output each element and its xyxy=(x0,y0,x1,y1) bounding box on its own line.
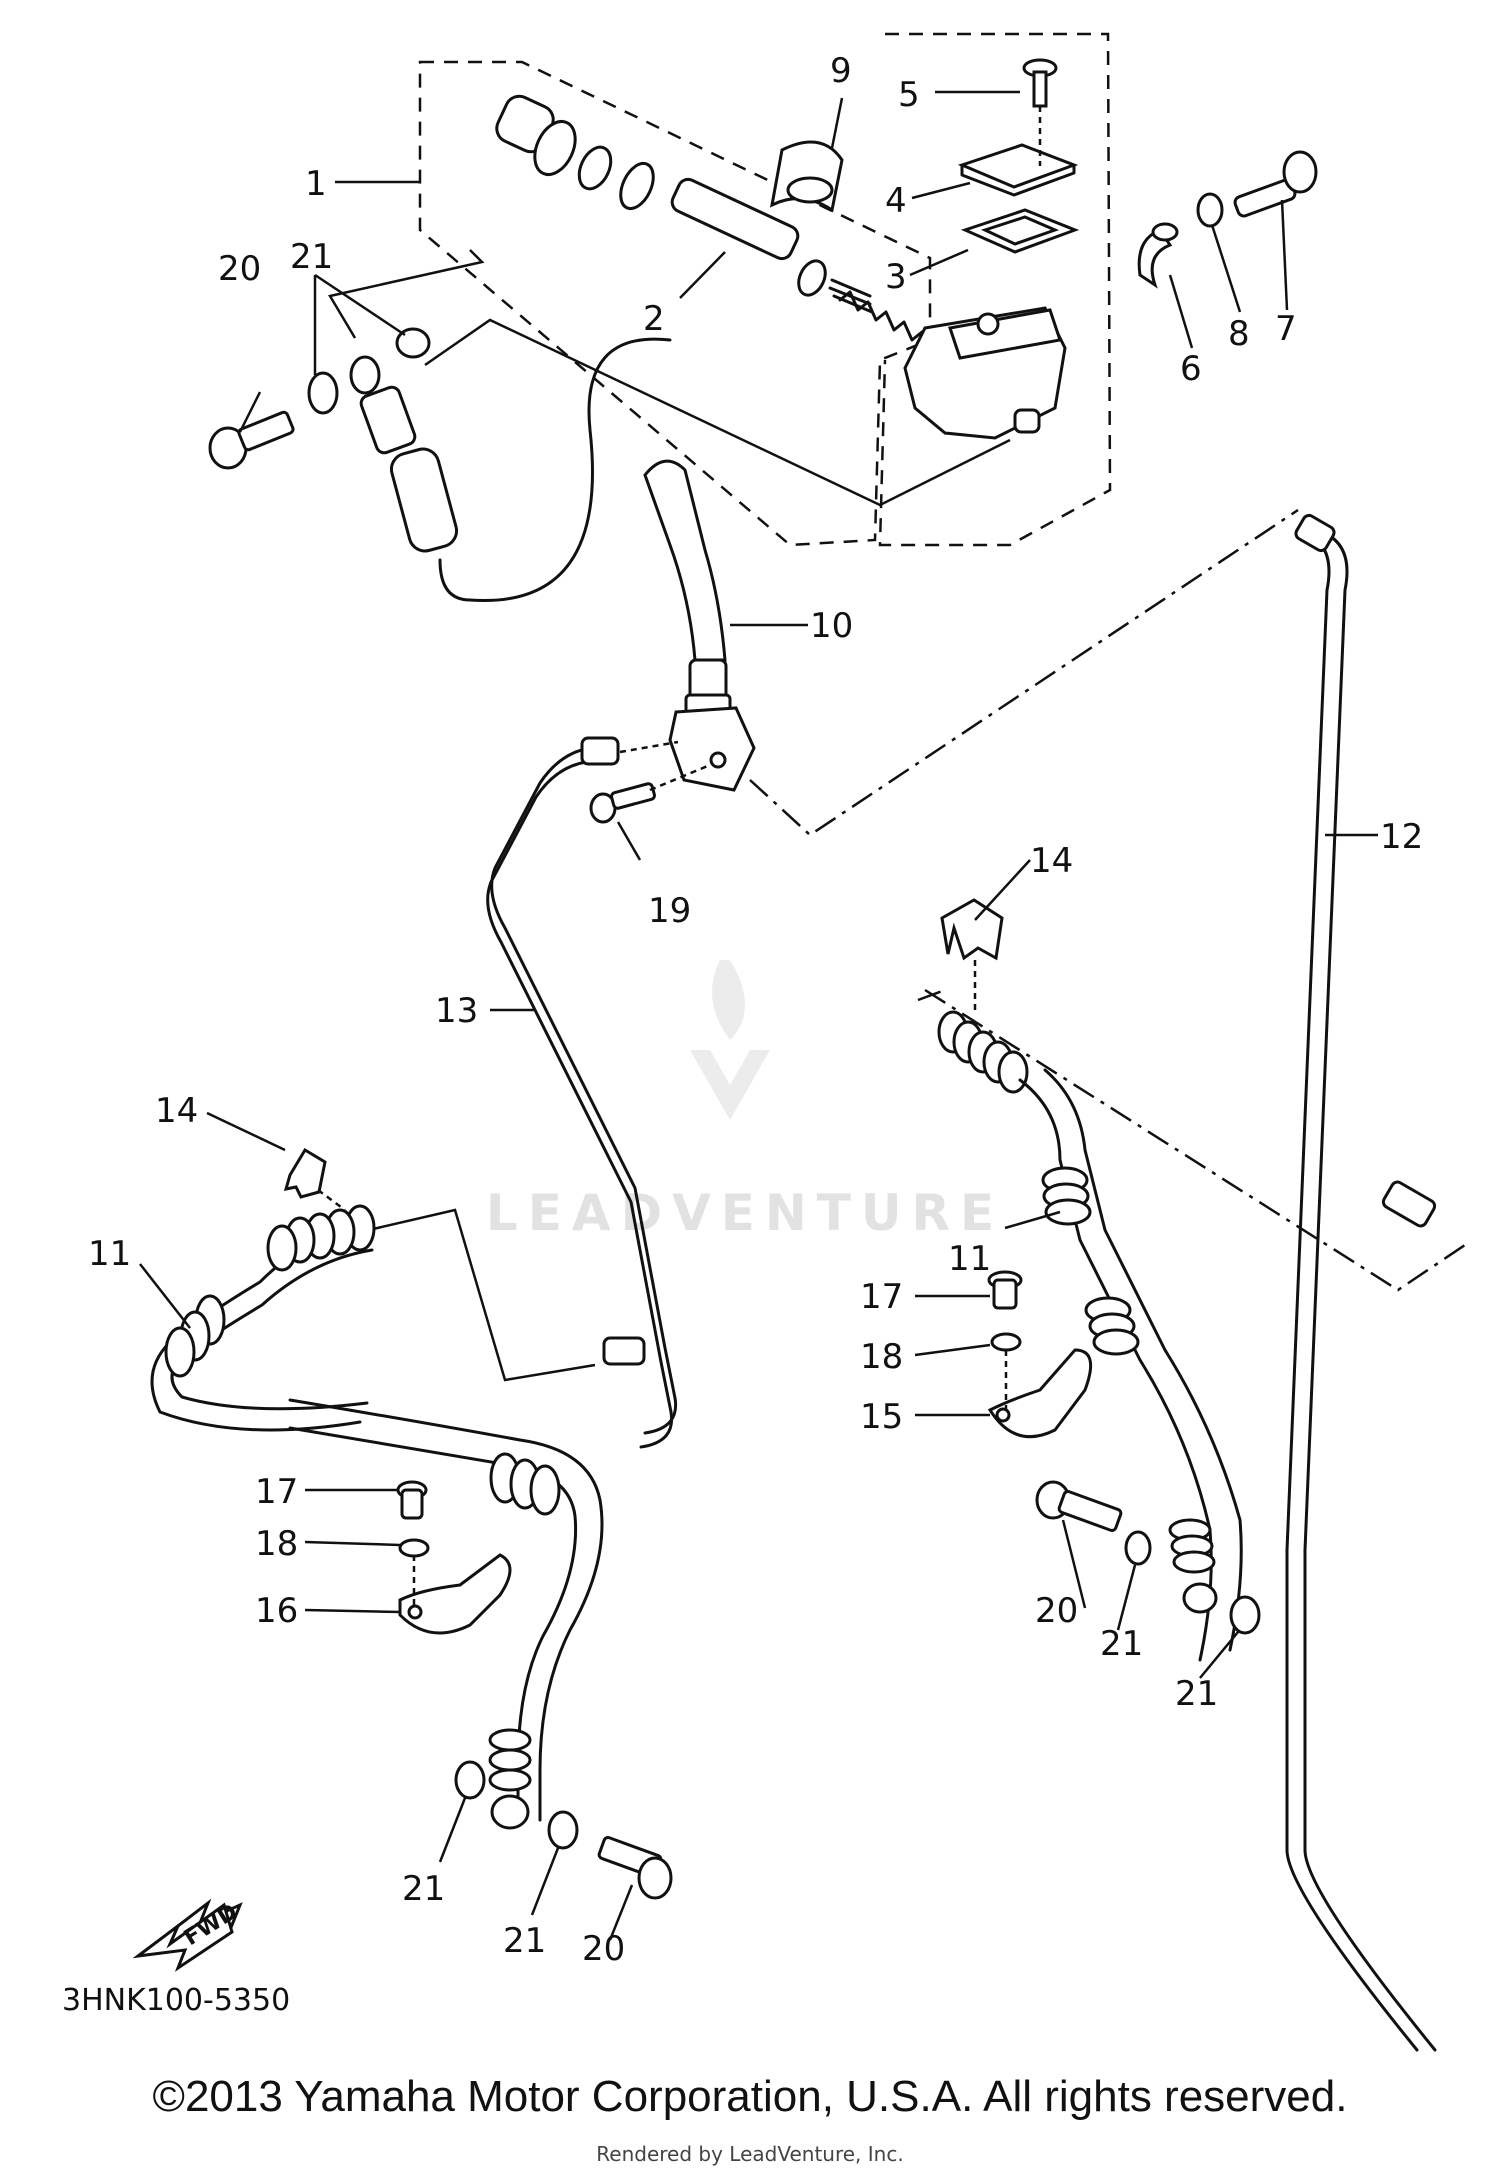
brake-pipe-13 xyxy=(490,746,678,1435)
bolt-17-left xyxy=(396,1480,428,1520)
callout-21-right-a: 21 xyxy=(1100,1624,1143,1664)
washer-21-right-a xyxy=(1124,1530,1152,1566)
pipe-12-fittings xyxy=(1294,513,1437,1228)
washer-21-upper-b xyxy=(395,327,431,359)
three-way-joint xyxy=(668,706,756,792)
pipe-13-fittings xyxy=(580,736,646,1366)
callout-labels: 1 2 3 4 5 6 7 8 9 10 11 11 12 13 14 14 1… xyxy=(88,51,1423,1969)
callout-21-right-b: 21 xyxy=(1175,1674,1218,1714)
callout-13: 13 xyxy=(435,991,478,1031)
washer-21-left-a xyxy=(454,1760,486,1800)
brake-hose-11-left xyxy=(150,1204,604,1830)
bolt-17-right xyxy=(987,1270,1023,1310)
bracket-16 xyxy=(398,1553,512,1635)
callout-5: 5 xyxy=(898,75,920,115)
callout-11-left: 11 xyxy=(88,1234,131,1274)
washer-21-upper-a xyxy=(307,371,339,415)
copyright-notice: ©2013 Yamaha Motor Corporation, U.S.A. A… xyxy=(152,2072,1348,2121)
bolt-20-left xyxy=(597,1836,673,1900)
bracket-15 xyxy=(987,1348,1093,1439)
callout-3: 3 xyxy=(885,257,907,297)
forward-arrow: FWD xyxy=(132,1898,243,1972)
callout-10: 10 xyxy=(810,606,853,646)
callout-21-upper: 21 xyxy=(290,237,333,277)
callout-2: 2 xyxy=(643,299,665,339)
callout-15: 15 xyxy=(860,1397,903,1437)
master-cylinder-piston xyxy=(670,177,874,314)
callout-18-left: 18 xyxy=(255,1524,298,1564)
clamp-6 xyxy=(1137,222,1179,289)
bolt-20-upper xyxy=(208,410,295,470)
diagram-code: 3HNK100-5350 xyxy=(62,1983,290,2018)
callout-18-right: 18 xyxy=(860,1337,903,1377)
washer-21-right-b xyxy=(1229,1595,1261,1635)
bolt-7 xyxy=(1233,150,1318,218)
callout-21-left-b: 21 xyxy=(503,1921,546,1961)
washer-18-right xyxy=(990,1332,1022,1352)
diaphragm-3 xyxy=(960,208,1080,254)
callout-14-left: 14 xyxy=(155,1091,198,1131)
watermark-text: LEADVENTURE xyxy=(486,1184,1004,1242)
bolt-19 xyxy=(589,782,656,824)
brake-hose-upper-fitting xyxy=(349,355,459,553)
callout-16: 16 xyxy=(255,1591,298,1631)
callout-17-left: 17 xyxy=(255,1472,298,1512)
callout-12: 12 xyxy=(1380,817,1423,857)
master-cylinder-boot xyxy=(495,94,655,211)
callout-20-left: 20 xyxy=(582,1929,625,1969)
washer-8 xyxy=(1196,192,1224,228)
leadventure-watermark: LEADVENTURE xyxy=(486,960,1004,1242)
bolt-20-right xyxy=(1035,1480,1123,1532)
clip-14-right xyxy=(940,898,1004,961)
bushing-9 xyxy=(769,140,844,213)
callout-20-right: 20 xyxy=(1035,1591,1078,1631)
brake-pipe-12 xyxy=(1303,528,1437,2052)
callout-leaders xyxy=(139,90,1378,1941)
callout-11-right: 11 xyxy=(948,1239,991,1279)
master-cylinder-body xyxy=(903,306,1067,440)
brake-hose-11-right xyxy=(937,1010,1243,1662)
callout-7: 7 xyxy=(1275,309,1297,349)
callout-20-upper: 20 xyxy=(218,249,261,289)
callout-6: 6 xyxy=(1180,349,1202,389)
return-spring xyxy=(838,290,924,342)
callout-21-left-a: 21 xyxy=(402,1869,445,1909)
callout-1: 1 xyxy=(305,164,327,204)
washer-18-left xyxy=(398,1538,430,1558)
callout-17-right: 17 xyxy=(860,1277,903,1317)
reservoir-cap-4 xyxy=(957,143,1079,197)
callout-19: 19 xyxy=(648,891,691,931)
brake-hose-10 xyxy=(643,459,732,717)
callout-14-right: 14 xyxy=(1030,841,1073,881)
screw-5 xyxy=(1022,58,1058,166)
callout-4: 4 xyxy=(885,181,907,221)
rendered-by-notice: Rendered by LeadVenture, Inc. xyxy=(596,2142,904,2166)
hose-upper-link xyxy=(438,337,672,603)
clip-14-left xyxy=(283,1147,327,1199)
callout-8: 8 xyxy=(1228,314,1250,354)
callout-9: 9 xyxy=(830,51,852,91)
assembly-1-outline xyxy=(418,60,932,547)
washer-21-left-b xyxy=(547,1810,579,1850)
